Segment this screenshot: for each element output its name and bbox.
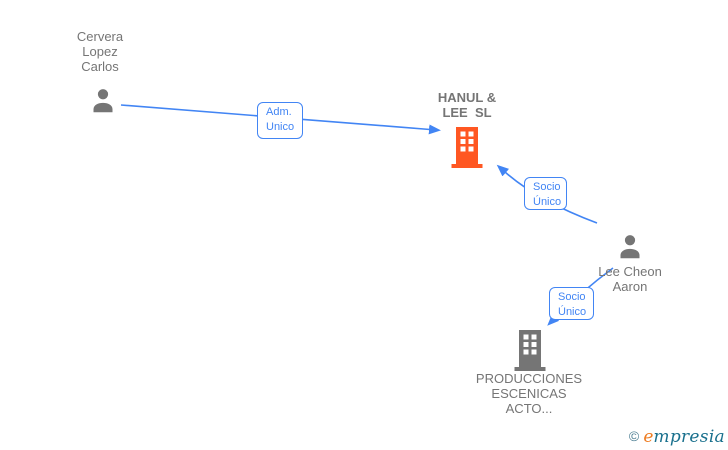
- person-name: Lee Cheon Aaron: [598, 264, 662, 294]
- node-person-cervera[interactable]: Cervera Lopez Carlos: [46, 29, 154, 117]
- person-icon: [93, 89, 113, 113]
- company-name: HANUL & LEE SL: [437, 90, 497, 120]
- edge-label-socio-unico-1: Socio Único: [524, 177, 567, 210]
- node-person-lee[interactable]: Lee Cheon Aaron: [576, 232, 684, 294]
- company-building-icon: [451, 127, 483, 168]
- empresia-logo[interactable]: © empresia: [629, 427, 725, 447]
- node-company-producciones[interactable]: PRODUCCIONES ESCENICAS ACTO...: [458, 330, 600, 420]
- node-company-hanul-lee[interactable]: HANUL & LEE SL: [413, 90, 521, 168]
- company-building-icon: [514, 330, 546, 371]
- company-name: PRODUCCIONES ESCENICAS ACTO...: [475, 371, 583, 416]
- edge-label-socio-unico-2: Socio Único: [549, 287, 594, 320]
- copyright-icon: ©: [628, 428, 640, 444]
- edge-label-adm-unico: Adm. Unico: [257, 102, 303, 139]
- brand-name: empresia: [643, 427, 725, 447]
- person-icon: [620, 235, 640, 259]
- person-name: Cervera Lopez Carlos: [76, 29, 124, 74]
